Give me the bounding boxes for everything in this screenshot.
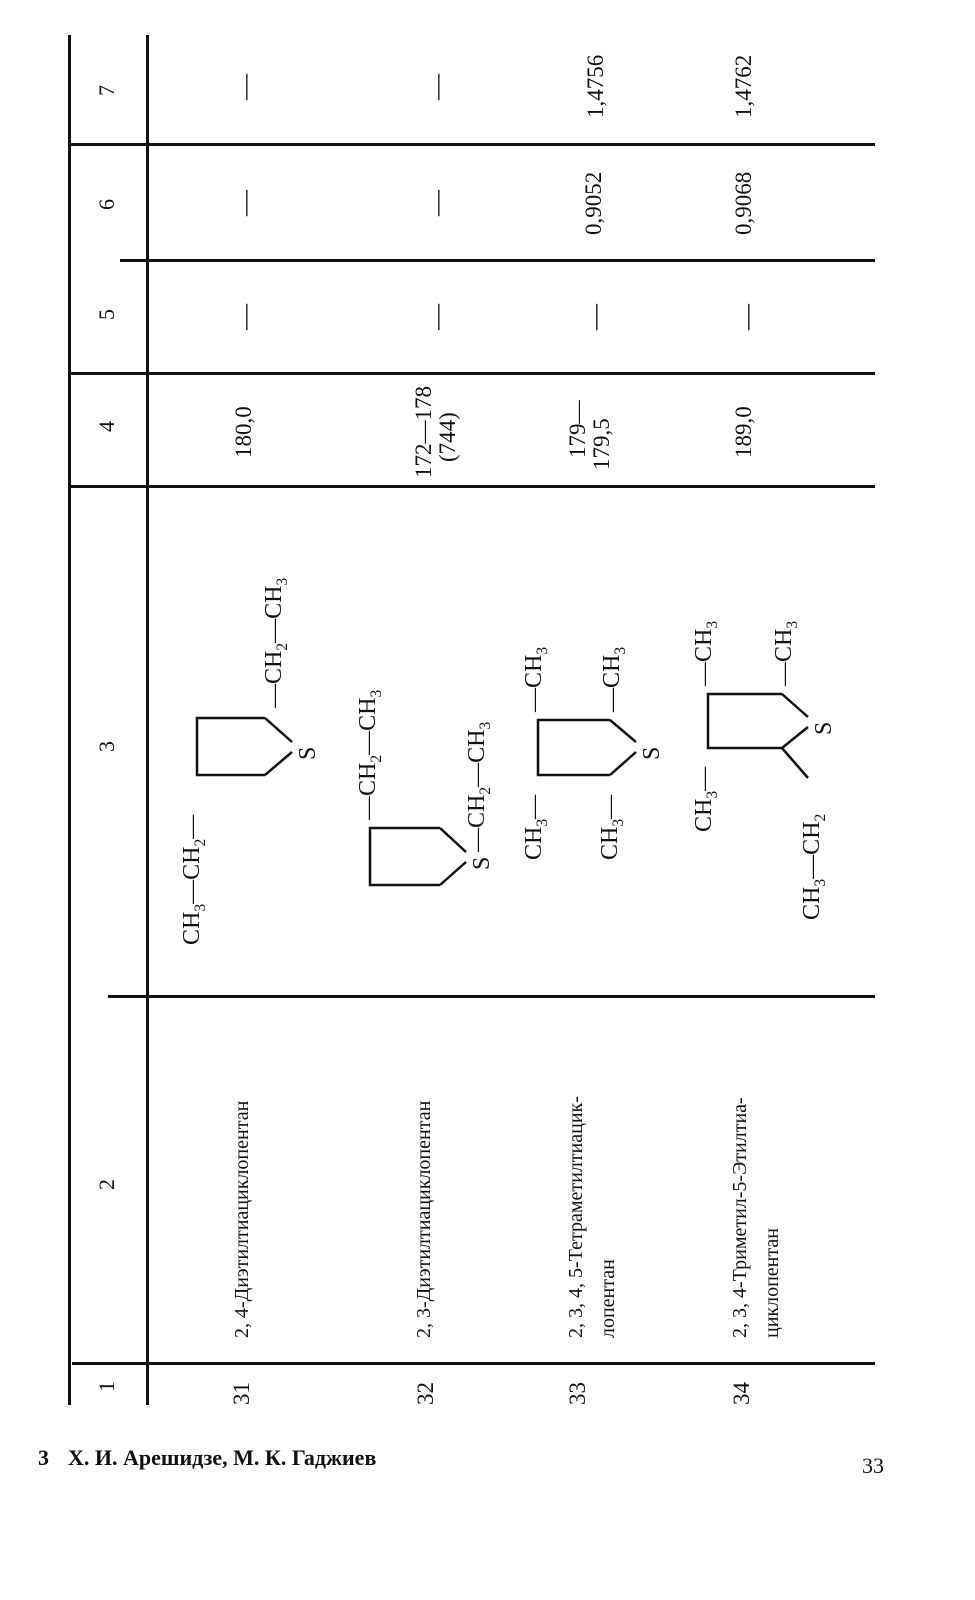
- col5-33: —: [580, 304, 609, 330]
- col-boundary-3-2: [108, 995, 875, 998]
- bp-33-line1: 179—: [565, 400, 590, 459]
- formula-34-substituent-d: —CH3: [771, 620, 801, 686]
- col-boundary-4-3: [68, 485, 875, 488]
- ring-bonds-34: [706, 692, 782, 750]
- refr-32: —: [422, 74, 451, 100]
- col5-31: —: [230, 304, 259, 330]
- formula-34-sulfur: S: [811, 721, 837, 735]
- formula-33-substituent-b: —CH3: [521, 646, 551, 712]
- col5-34: —: [732, 304, 761, 330]
- bp-31: 180,0: [231, 406, 256, 458]
- formula-33-sulfur: S: [639, 746, 665, 760]
- page-number: 33: [862, 1453, 884, 1478]
- refr-34: 1,4762: [731, 54, 756, 118]
- footer-authors: Х. И. Арешидзе, М. К. Гаджиев: [68, 1445, 377, 1470]
- col-boundary-6-5: [120, 259, 875, 262]
- table-outer-left-rule: [68, 35, 71, 1405]
- col-boundary-2-1: [72, 1362, 875, 1365]
- formula-31-sulfur: S: [295, 746, 321, 760]
- col-boundary-7-6: [68, 143, 875, 146]
- formula-32-sulfur: S: [469, 856, 495, 870]
- formula-32-substituent-top: —CH2—CH3: [355, 689, 385, 820]
- formula-34-substituent-ethyl: CH3—CH2: [799, 813, 829, 920]
- density-33: 0,9052: [581, 171, 606, 235]
- bp-34: 189,0: [731, 406, 756, 458]
- ethyl-bond-34: [781, 747, 809, 779]
- refr-31: —: [230, 74, 259, 100]
- formula-31-substituent-right: —CH2—CH3: [261, 577, 291, 708]
- footer-signature: 3 Х. И. Арешидзе, М. К. Гаджиев: [38, 1445, 376, 1471]
- ring-bonds-31: [195, 716, 265, 777]
- formula-33-substituent-a: CH3—: [521, 794, 551, 860]
- bp-32-line2: (744): [435, 412, 460, 462]
- formula-34-substituent-a: CH3—: [691, 766, 721, 832]
- formula-31-substituent-left: CH3—CH2—: [179, 814, 209, 945]
- col-boundary-5-4: [68, 372, 875, 375]
- ring-bonds-32: [368, 826, 440, 887]
- bp-33-line2: 179,5: [589, 418, 614, 470]
- refr-33: 1,4756: [583, 54, 608, 118]
- formula-34-substituent-b: —CH3: [691, 620, 721, 686]
- density-31: —: [230, 190, 259, 216]
- signature-number: 3: [38, 1445, 49, 1470]
- formula-33-substituent-c: CH3—: [597, 794, 627, 860]
- formula-32-substituent-bottom: —CH2—CH3: [464, 721, 494, 852]
- col5-32: —: [422, 304, 451, 330]
- bp-32-line1: 172—178: [411, 386, 436, 478]
- density-32: —: [422, 190, 451, 216]
- table-header-rule: [146, 35, 149, 1405]
- density-34: 0,9068: [731, 171, 756, 235]
- ring-bonds-33: [536, 718, 610, 777]
- formula-33-substituent-d: —CH3: [599, 646, 629, 712]
